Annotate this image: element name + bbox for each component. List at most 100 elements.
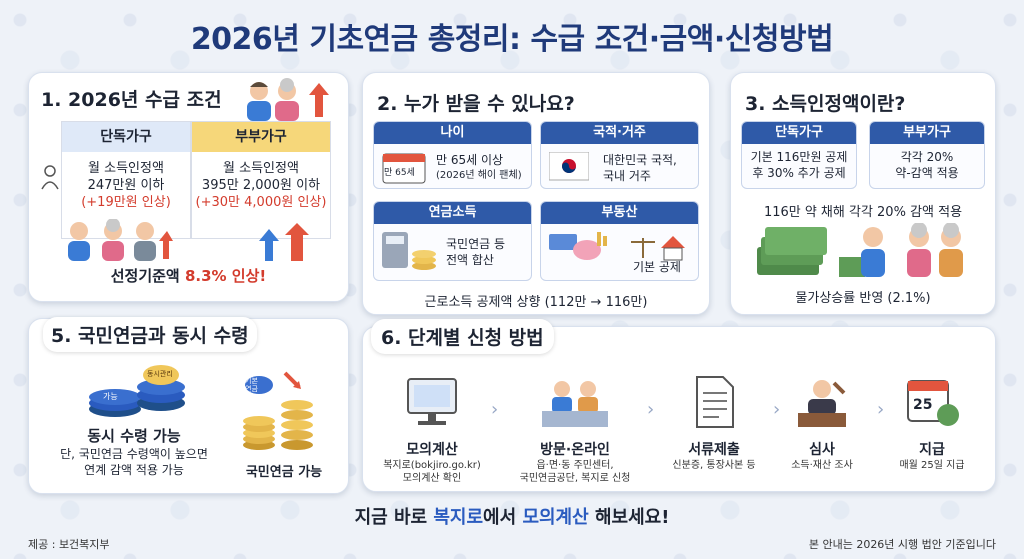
calendar-payday-icon: [907, 380, 959, 426]
coin-label-2: 동시관리: [147, 370, 173, 378]
section2-title: 2. 누가 받을 수 있나요?: [377, 93, 575, 115]
single-deduction-header: 단독가구: [742, 122, 856, 144]
cta-part3: 에서: [483, 507, 523, 528]
elderly-group-icon: [68, 219, 173, 261]
step-document: 서류제출 신분증, 통장사본 등: [659, 375, 769, 472]
call-to-action: 지금 바로 복지로에서 모의계산 해보세요!: [0, 503, 1024, 529]
criteria-value: 8.3% 인상!: [184, 267, 267, 285]
nationality-header: 국적·거주: [541, 122, 698, 144]
step-arrow-icon: ›: [491, 399, 499, 420]
coin-stack-icon: [89, 365, 185, 417]
step2-sub1: 읍·면·동 주민센터,: [536, 460, 614, 471]
single-household-column: 단독가구 월 소득인정액 247만원 이하 (+19만원 인상): [61, 121, 191, 239]
cta-bokjiro[interactable]: 복지로: [433, 507, 484, 528]
coin-label-1: 가능: [103, 392, 118, 401]
document-icon: [696, 376, 734, 428]
national-pension-ok: 국민연금 가능: [245, 465, 323, 480]
calculator-coins-icon: [382, 232, 436, 270]
couple-increase: (+30만 4,000원 인상): [195, 195, 327, 210]
step3-sub1: 신분증, 통장사본 등: [672, 460, 756, 471]
card-income-recognition: 3. 소득인정액이란? 단독가구 기본 116만원 공제 후 30% 추가 공제…: [730, 72, 996, 315]
property-line1: 기본 공제: [633, 260, 681, 274]
calendar-day: 25: [913, 397, 933, 413]
couple-deduction-header: 부부가구: [870, 122, 984, 144]
cta-simulation[interactable]: 모의계산: [522, 507, 589, 528]
single-deduction-line2: 후 30% 추가 공제: [752, 166, 846, 180]
deduction-summary: 116만 약 채해 각각 20% 감액 적용: [763, 205, 963, 220]
section1-title: 1. 2026년 수급 조건: [41, 89, 222, 111]
couple-household-column: 부부가구 월 소득인정액 395만 2,000원 이하 (+30만 4,000원…: [191, 121, 331, 239]
single-line2: 247만원 이하: [87, 178, 165, 193]
age-line2: (2026년 해이 팬체): [436, 170, 522, 181]
section6-title: 6. 단계별 신청 방법: [371, 319, 554, 354]
service-counter-icon: [542, 381, 608, 427]
step-arrow-icon: ›: [647, 399, 655, 420]
cta-part5: 해보세요!: [588, 507, 670, 528]
earned-income-deduction: 근로소득 공제액 상향 (112만 → 116만): [424, 295, 648, 310]
judge-icon: [798, 380, 846, 427]
couple-deduction-line1: 각각 20%: [900, 150, 954, 164]
step5-sub1: 매월 25일 지급: [899, 460, 965, 471]
pension-income-header: 연금소득: [374, 202, 531, 224]
age-text: 만 65세 이상 (2026년 해이 팬체): [436, 152, 522, 184]
property-header: 부동산: [541, 202, 698, 224]
age-header: 나이: [374, 122, 531, 144]
concurrent-left: 동시 수령 가능 단, 국민연금 수령액이 높으면 연계 감액 적용 가능: [39, 425, 229, 478]
step-review: 심사 소득·재산 조사: [767, 375, 877, 472]
step-visit-online: 방문·온라인 읍·면·동 주민센터, 국민연금공단, 복지로 신청: [505, 375, 645, 485]
nationality-box: 국적·거주 대한민국 국적, 국내 거주: [540, 121, 699, 189]
computer-monitor-icon: [407, 378, 457, 425]
step4-title: 심사: [809, 442, 835, 458]
age-icon-label: 만 65세: [384, 168, 415, 178]
step1-sub1: 복지로(bokjiro.go.kr): [383, 460, 481, 471]
single-header: 단독가구: [62, 122, 190, 152]
cta-part1: 지금 바로: [354, 507, 434, 528]
pension-income-text: 국민연금 등 전액 합산: [446, 236, 505, 268]
inflation-reflection: 물가상승률 반영 (2.1%): [795, 291, 931, 306]
step-simulation: 모의계산 복지로(bokjiro.go.kr) 모의계산 확인: [377, 375, 487, 485]
nationality-line2: 국내 거주: [603, 169, 651, 183]
card-eligibility: 1. 2026년 수급 조건 단독가구 월 소득인정액 247만원 이하 (+1…: [28, 72, 349, 302]
step2-title: 방문·온라인: [540, 442, 610, 458]
legal-notice: 본 안내는 2026년 시행 법안 기준입니다: [808, 538, 996, 551]
elderly-couple-icon: [247, 78, 329, 121]
source-credit: 제공 : 보건복지부: [28, 538, 110, 551]
card-concurrent-receipt: 5. 국민연금과 동시 수령 가능 동시관리 기본 연금 동시 수령 가능 단,…: [28, 317, 349, 494]
couple-line1: 월 소득인정액: [223, 161, 299, 176]
single-deduction-box: 단독가구 기본 116만원 공제 후 30% 추가 공제: [741, 121, 857, 189]
increase-arrows-icon: [259, 223, 309, 261]
nationality-line1: 대한민국 국적,: [603, 153, 677, 167]
concurrent-title: 동시 수령 가능: [87, 427, 181, 445]
person-outline-icon: [41, 165, 59, 190]
criteria-increase-line: 선정기준액 8.3% 인상!: [29, 265, 348, 286]
single-deduction-line1: 기본 116만원 공제: [750, 150, 848, 164]
couple-deduction-box: 부부가구 각각 20% 약-감액 적용: [869, 121, 985, 189]
criteria-label: 선정기준액: [110, 267, 180, 285]
step5-title: 지급: [919, 442, 945, 458]
single-line1: 월 소득인정액: [88, 161, 164, 176]
step-payment: 25 지급 매월 25일 지급: [877, 375, 987, 472]
section5-title: 5. 국민연금과 동시 수령: [43, 317, 257, 352]
page-title: 2026년 기초연금 총정리: 수급 조건·금액·신청방법: [190, 22, 834, 57]
income-threshold-table: 단독가구 월 소득인정액 247만원 이하 (+19만원 인상) 부부가구 월 …: [61, 121, 331, 239]
concurrent-line1: 단, 국민연금 수령액이 높으면: [60, 447, 208, 461]
step4-sub1: 소득·재산 조사: [791, 460, 853, 471]
concurrent-line2: 연계 감액 적용 가능: [84, 463, 184, 477]
couple-deduction-line2: 약-감액 적용: [895, 166, 959, 180]
step3-title: 서류제출: [688, 442, 740, 458]
pension-line2: 전액 합산: [446, 253, 494, 267]
step-arrow-icon: ›: [773, 399, 781, 420]
age-line1: 만 65세 이상: [436, 153, 504, 167]
step1-sub2: 모의계산 확인: [402, 473, 462, 484]
calendar-icon: [382, 153, 426, 184]
single-increase: (+19만원 인상): [81, 195, 171, 210]
couple-header: 부부가구: [192, 122, 330, 152]
card-who-eligible: 2. 누가 받을 수 있나요? 나이 만 65세 만 65세 이상 (2026년…: [362, 72, 710, 315]
step2-sub2: 국민연금공단, 복지로 신청: [519, 473, 631, 484]
property-box: 부동산 기본 공제: [540, 201, 699, 281]
gold-coins-icon: [243, 371, 313, 450]
card-application-steps: 6. 단계별 신청 방법 모의계산 복지로(bokjiro.go.kr) 모의계…: [362, 319, 996, 492]
section3-title: 3. 소득인정액이란?: [745, 93, 906, 115]
coin-label-3: 기본 연금: [245, 377, 258, 393]
pension-line1: 국민연금 등: [446, 237, 506, 251]
